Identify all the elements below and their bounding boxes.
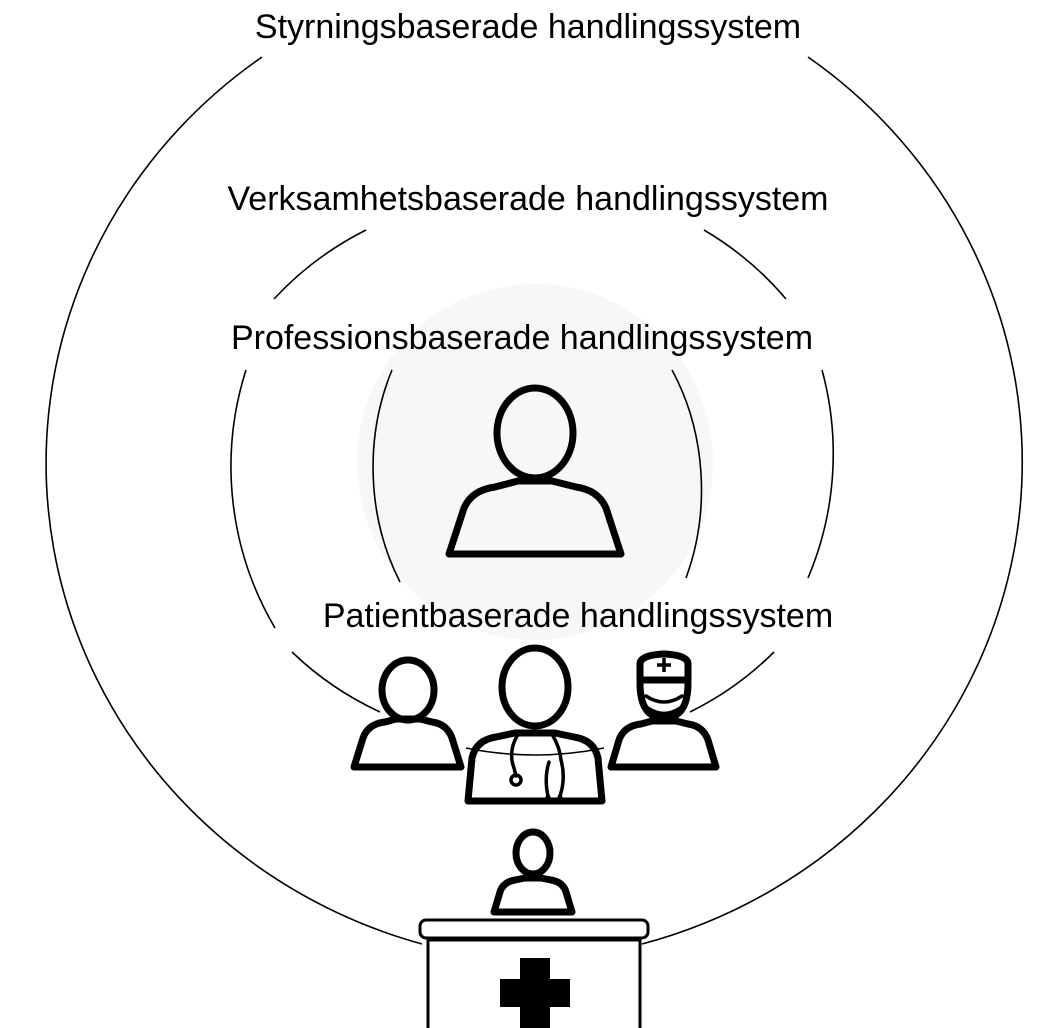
ring-outer-arc [641,56,1024,945]
ring-label-profession: Professionsbaserade handlingssystem [231,319,813,357]
ring-third-arc [230,369,276,629]
nurse-with-mask-icon [607,650,720,771]
receptionist-icon [490,828,576,916]
ring-label-verksamhet: Verksamhetsbaserade handlingssystem [228,180,829,218]
team-person-icon [350,656,465,771]
ring-outer-arc [45,56,423,945]
reception-desk-icon [418,918,650,1028]
ring-inner-arc [372,369,401,583]
ring-third-arc [807,369,835,579]
ring-second-arc [273,229,367,300]
ring-label-styrning: Styrningsbaserade handlingssystem [255,8,801,46]
ring-inner-arc [671,369,703,579]
center-person-icon [445,384,625,558]
ring-third-arc-lower [291,651,381,713]
ring-third-arc-lower [689,651,775,713]
ring-label-patient: Patientbaserade handlingssystem [323,597,833,635]
medical-cross-icon [500,958,570,1028]
doctor-with-stethoscope-icon [464,644,606,805]
ring-inner-arc-bottom [465,747,605,756]
ring-second-arc [703,229,787,300]
inner-disc [357,284,713,640]
